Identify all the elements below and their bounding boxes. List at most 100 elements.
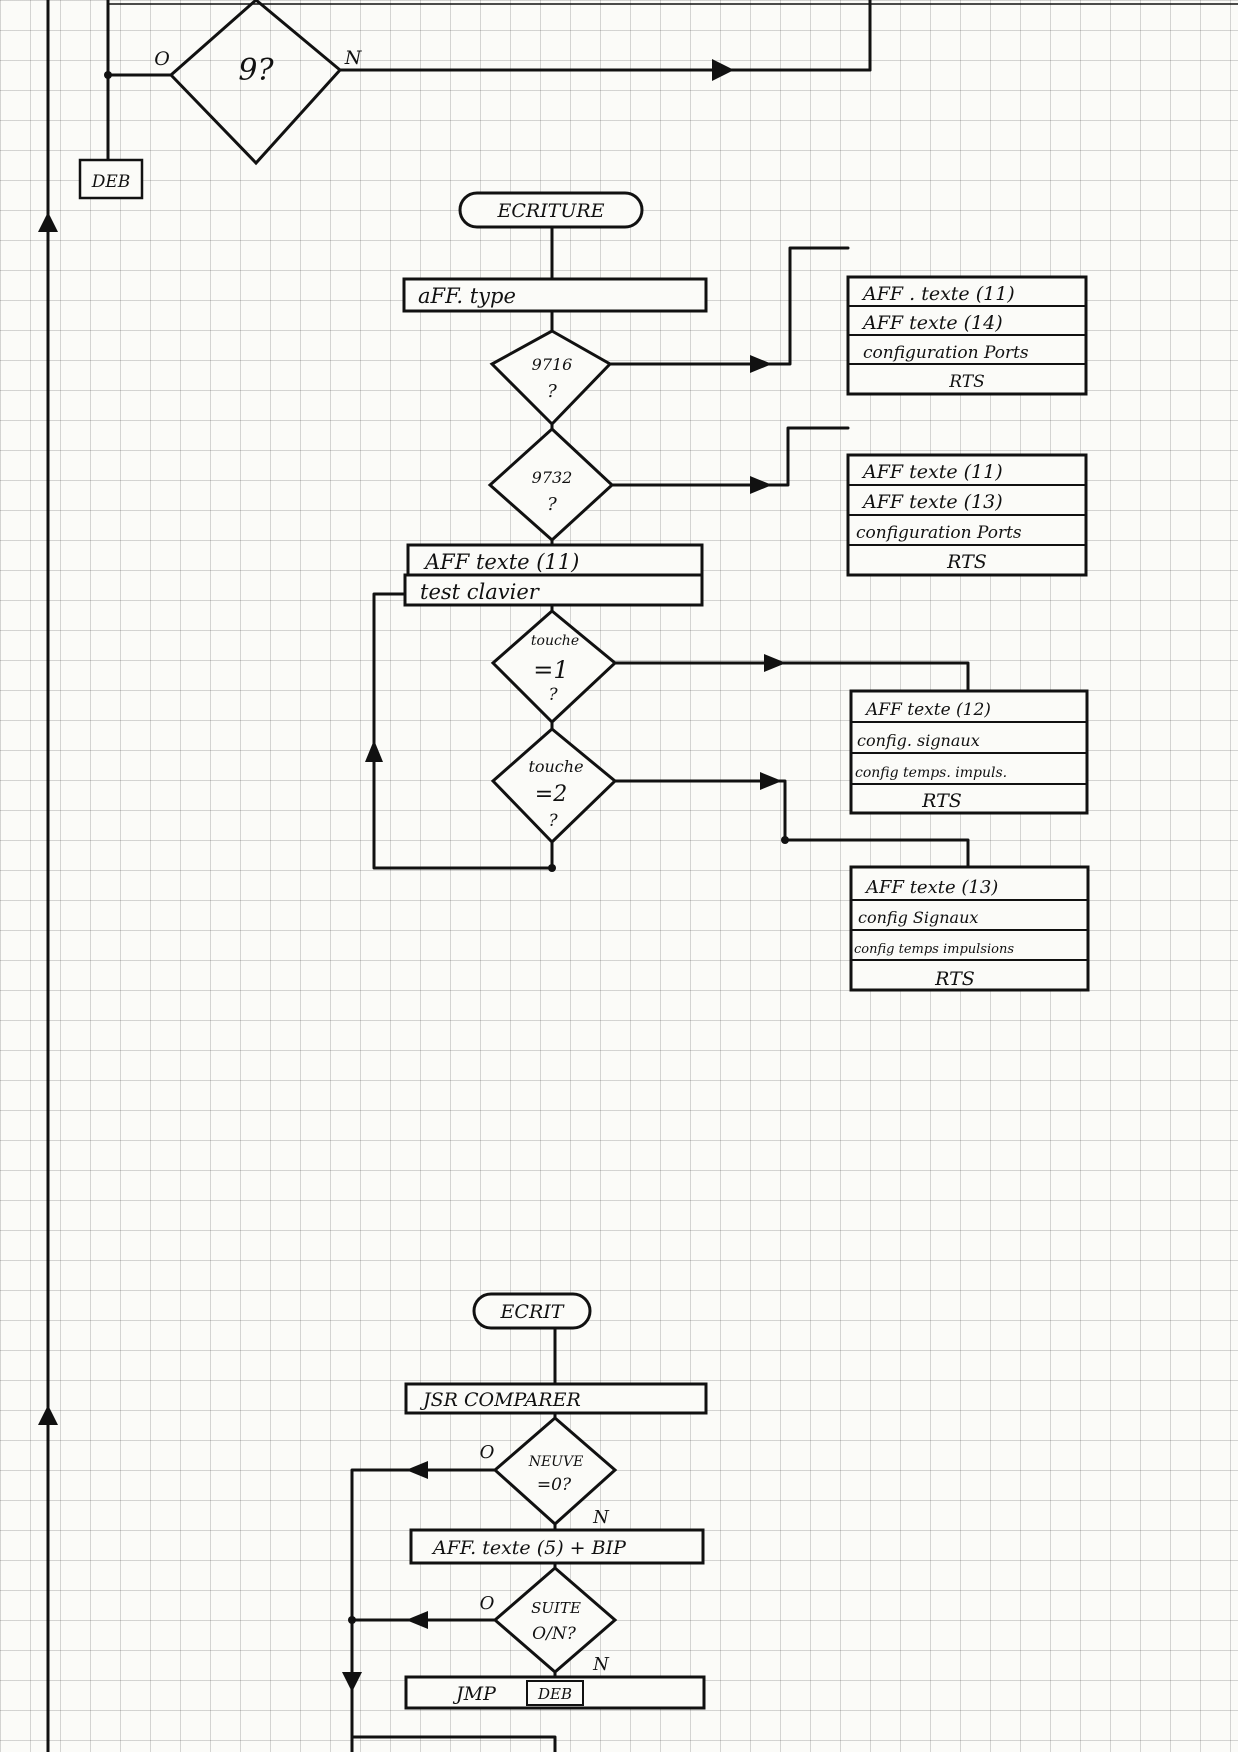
aff-type-box: aFF. type — [402, 277, 708, 313]
ecriture-terminal-shape — [458, 191, 644, 229]
routine-box-2-line: AFF texte (11) — [861, 461, 1003, 483]
routine-box-1-line: AFF texte (14) — [861, 312, 1003, 334]
routine-box-1-line: RTS — [948, 372, 985, 392]
arrowhead — [712, 59, 734, 81]
routine-box-1-line: configuration Ports — [863, 343, 1029, 363]
routine-box-4-border — [849, 865, 1090, 992]
connector-lines — [46, 0, 1238, 1752]
decision-touche-1-diamond — [490, 609, 618, 725]
test-clavier-box-border — [403, 573, 704, 607]
d2-yes-line — [610, 426, 850, 487]
deb-box-border — [78, 158, 144, 200]
jsr-comparer-box: JSR COMPARER — [404, 1382, 708, 1415]
decision-9716-line2: ? — [547, 381, 557, 402]
routine-box-3-line: config. signaux — [857, 731, 980, 750]
top-decision-yes-label: O — [154, 48, 170, 70]
aff-texte-5-label: AFF. texte (5) + BIP — [431, 1537, 627, 1559]
decision-touche-2-line2: =2 — [535, 782, 567, 807]
routine-box-3-line: config temps. impuls. — [855, 765, 1007, 781]
jmp-label: JMP — [452, 1683, 497, 1705]
decision-9716-diamond — [489, 329, 613, 427]
d1-yes-line — [608, 246, 850, 366]
jsr-comparer-label: JSR COMPARER — [419, 1389, 581, 1411]
ecrit-terminal: ECRIT — [472, 1292, 592, 1330]
routine-box-4-line: config Signaux — [858, 908, 978, 927]
ecrit-terminal-label: ECRIT — [500, 1301, 565, 1323]
decision-neuve: NEUVE =0? O N — [480, 1416, 618, 1528]
jmp-deb-ref-label: DEB — [537, 1685, 572, 1703]
test-clavier-label: test clavier — [420, 580, 541, 604]
routine-box-4: AFF texte (13) config Signaux config tem… — [849, 865, 1090, 992]
connector-dots — [104, 71, 789, 1624]
decision-9716-line1: 9716 — [532, 355, 573, 374]
routine-box-4-line: RTS — [934, 968, 975, 990]
arrowheads — [38, 59, 786, 1692]
aff-texte-11-label: AFF texte (11) — [423, 550, 579, 574]
decision-suite: SUITE O/N? O N — [480, 1566, 618, 1675]
arrowhead — [365, 740, 383, 762]
junction-dot — [781, 836, 789, 844]
routine-box-4-line: AFF texte (13) — [864, 877, 998, 898]
decision-suite-no-label: N — [592, 1654, 610, 1675]
decision-touche-1: touche =1 ? — [490, 609, 618, 725]
decision-touche-2-line3: ? — [548, 811, 558, 831]
decision-neuve-yes-label: O — [480, 1442, 495, 1463]
d3-yes-line — [613, 661, 970, 693]
aff-texte-5-box: AFF. texte (5) + BIP — [409, 1528, 705, 1565]
top-decision-no-label: N — [344, 47, 363, 69]
arrowhead — [750, 476, 772, 494]
decision-9732-diamond — [487, 426, 615, 543]
decision-9732-line2: ? — [547, 494, 557, 515]
routine-box-2-line: RTS — [946, 551, 987, 573]
junction-dot — [348, 1616, 356, 1624]
arrowhead — [764, 654, 786, 672]
routine-box-1-line: AFF . texte (11) — [861, 283, 1015, 305]
top-decision: 9? O N — [154, 0, 363, 166]
decision-9732: 9732 ? — [487, 426, 615, 543]
arrowhead — [406, 1461, 428, 1479]
aff-type-label: aFF. type — [418, 284, 516, 308]
ecrit-terminal-shape — [472, 1292, 592, 1330]
jmp-deb-box: JMP DEB — [404, 1675, 706, 1710]
ecrit-d1-yes-line — [350, 1468, 497, 1752]
top-decision-diamond — [168, 0, 343, 166]
top-decision-text: 9? — [238, 53, 274, 88]
ecrit-bottom-line — [350, 1735, 557, 1752]
routine-box-2-line: configuration Ports — [856, 523, 1022, 543]
decision-touche-2-diamond — [490, 727, 618, 845]
routine-box-1: AFF . texte (11) AFF texte (14) configur… — [846, 275, 1088, 396]
decision-touche-2-line1: touche — [528, 757, 583, 776]
aff-type-box-border — [402, 277, 708, 313]
routine-box-3: AFF texte (12) config. signaux config te… — [849, 689, 1089, 815]
decision-touche-2: touche =2 ? — [490, 727, 618, 845]
jmp-deb-box-border — [404, 1675, 706, 1710]
decision-neuve-diamond — [492, 1416, 618, 1527]
arrowhead — [38, 1405, 58, 1425]
decision-9716: 9716 ? — [489, 329, 613, 427]
jmp-deb-ref-box — [526, 1680, 584, 1706]
arrowhead — [342, 1672, 362, 1692]
decision-neuve-no-label: N — [592, 1507, 610, 1528]
routine-box-4-line: config temps impulsions — [854, 942, 1014, 957]
junction-dot — [104, 71, 112, 79]
routine-box-2: AFF texte (11) AFF texte (13) configurat… — [846, 453, 1088, 577]
decision-suite-diamond — [492, 1566, 618, 1674]
jsr-comparer-box-border — [404, 1382, 708, 1415]
deb-box: DEB — [78, 158, 144, 200]
decision-suite-line1: SUITE — [531, 1599, 581, 1617]
loop-back-line — [372, 592, 554, 870]
aff-texte-11-box: AFF texte (11) — [406, 543, 704, 577]
decision-touche-1-line3: ? — [548, 685, 558, 705]
deb-box-label: DEB — [91, 172, 131, 192]
decision-touche-1-line1: touche — [531, 633, 579, 649]
ecriture-terminal-label: ECRITURE — [496, 200, 604, 222]
aff-texte-11-box-border — [406, 543, 704, 577]
decision-9732-line1: 9732 — [532, 468, 573, 487]
decision-suite-line2: O/N? — [532, 1624, 577, 1644]
ecriture-terminal: ECRITURE — [458, 191, 644, 229]
arrowhead — [750, 355, 772, 373]
arrowhead — [760, 772, 782, 790]
decision-neuve-line1: NEUVE — [528, 1454, 584, 1470]
junction-dot — [548, 864, 556, 872]
